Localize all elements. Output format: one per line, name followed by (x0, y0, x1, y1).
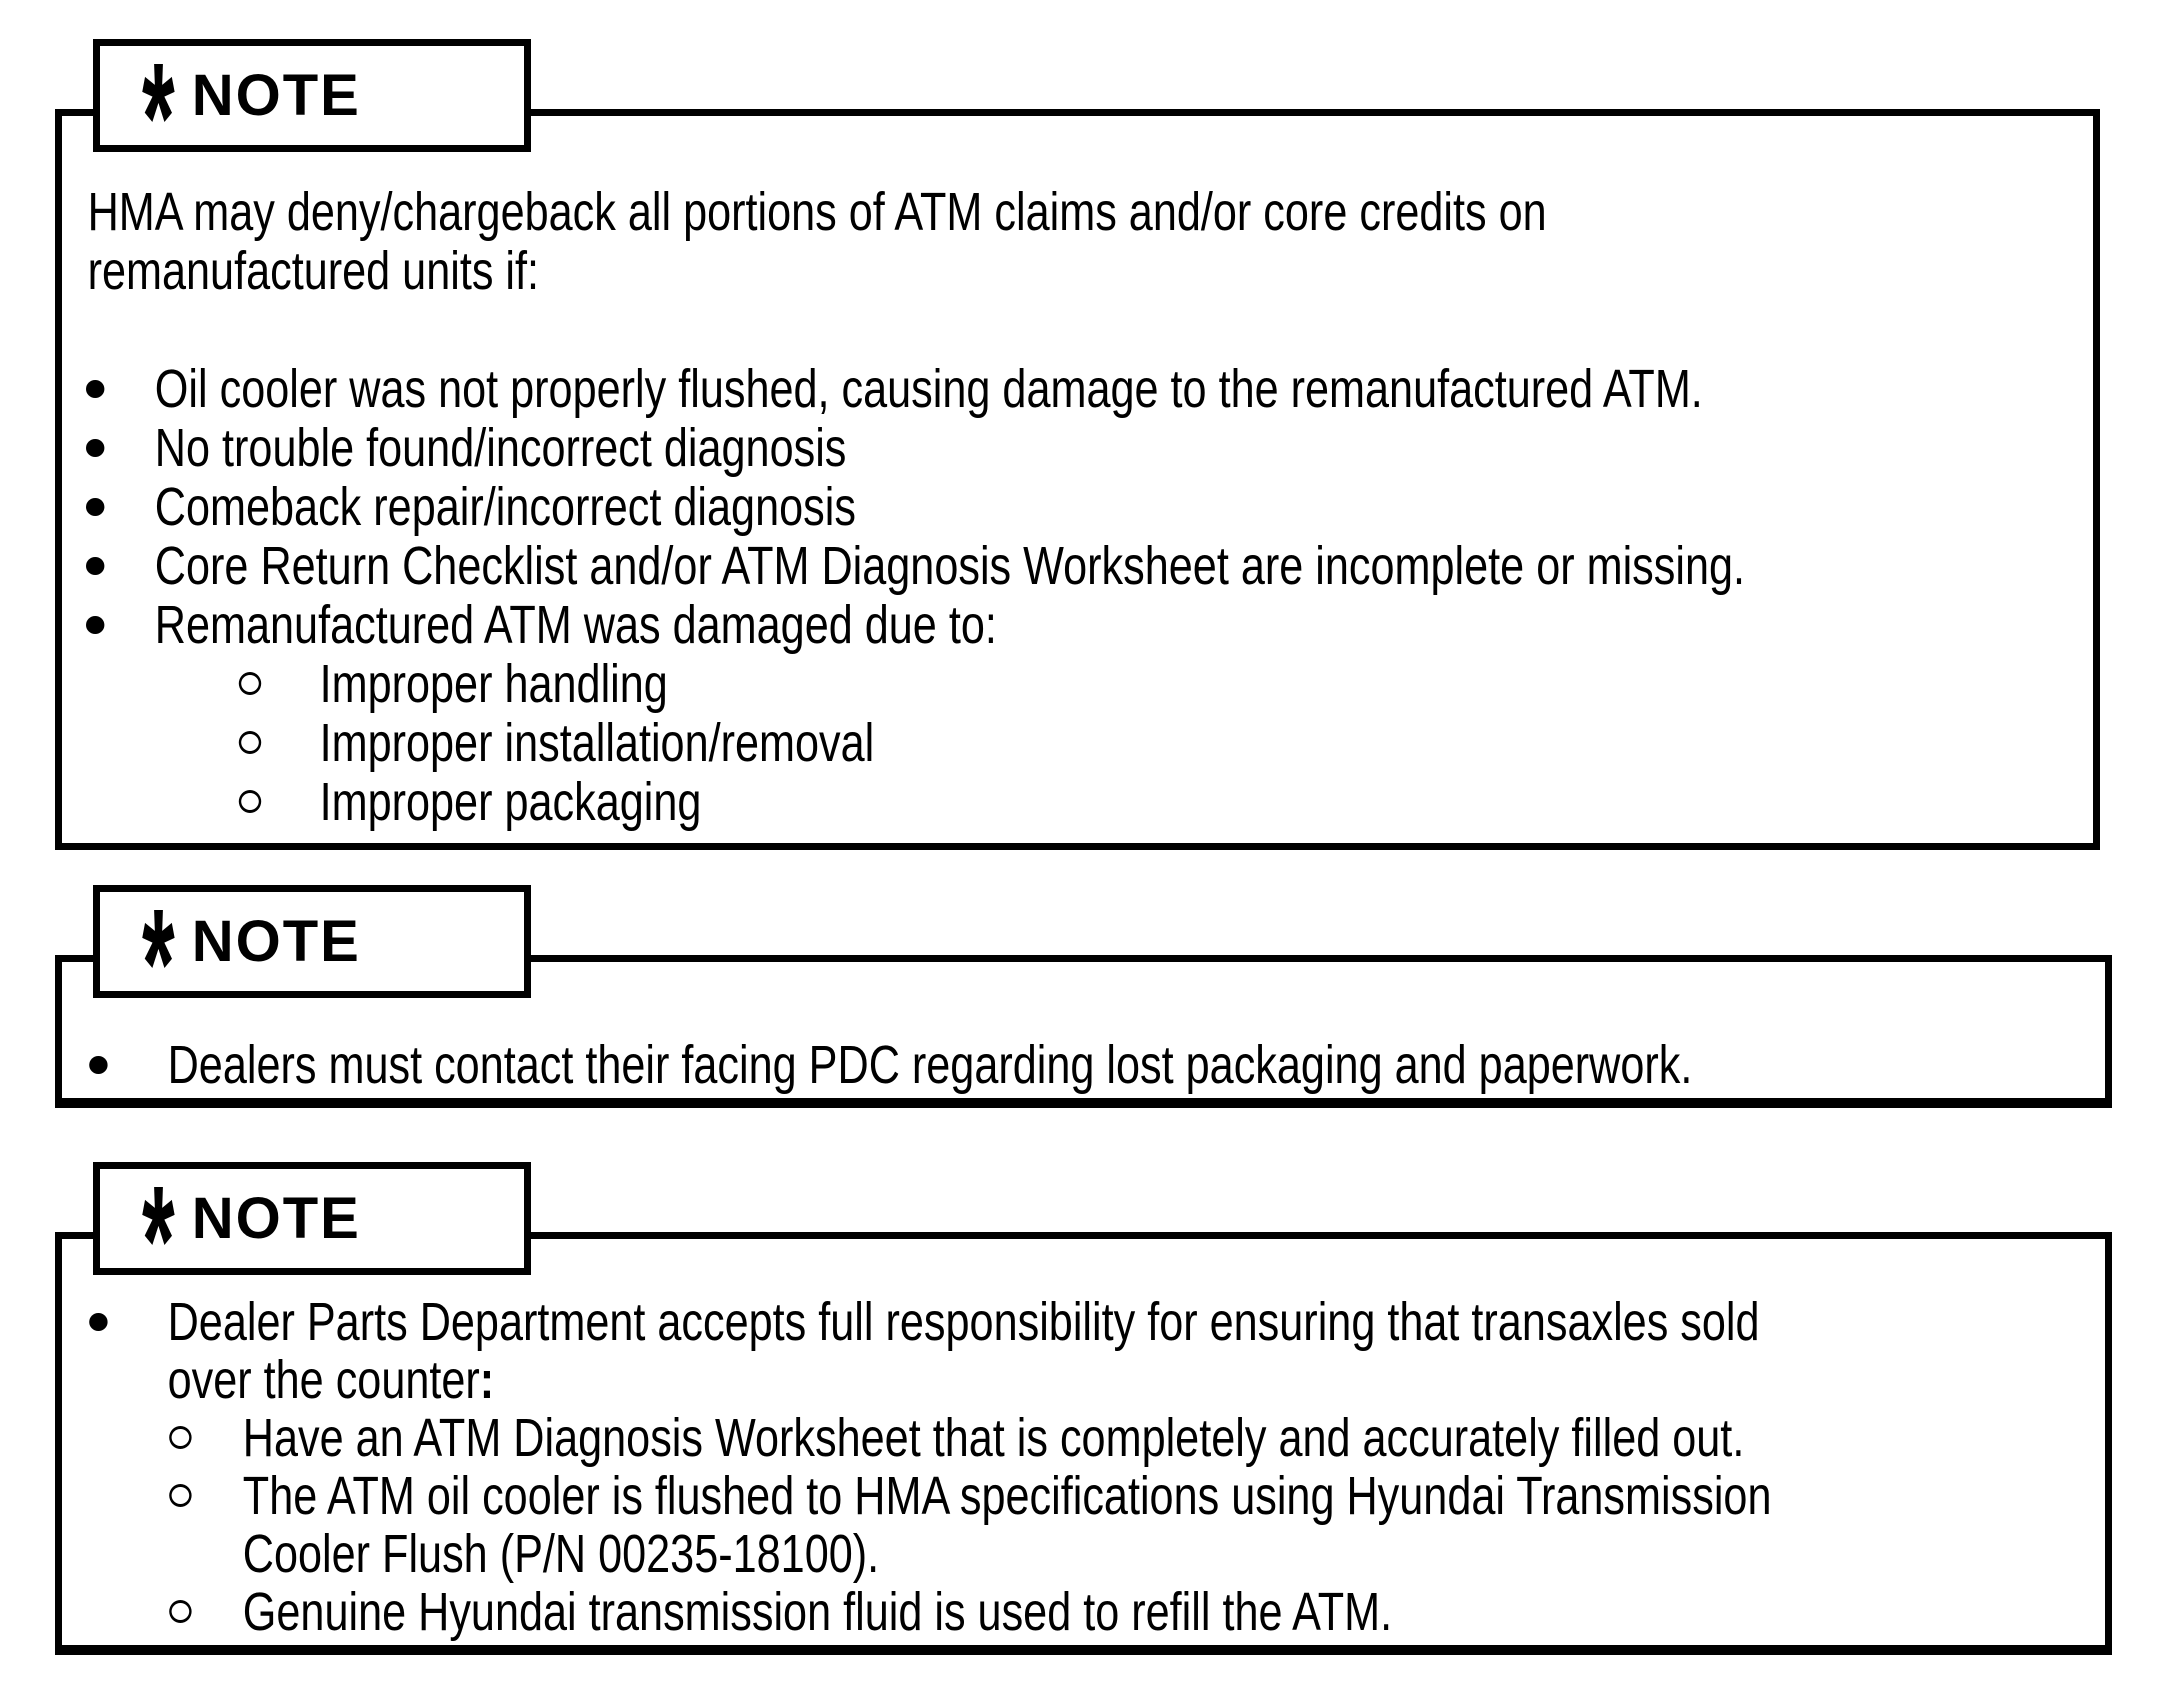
list-item-text: Dealer Parts Department accepts full res… (167, 1292, 1760, 1352)
list-item-text: Remanufactured ATM was damaged due to: (154, 595, 997, 655)
sub-list-item-text: Improper installation/removal (319, 713, 875, 773)
bullet-icon (86, 616, 105, 634)
sub-list-item: Improper handling (62, 655, 2093, 714)
note-tab-label: NOTE (191, 1186, 361, 1251)
circle-bullet-icon (169, 1426, 192, 1449)
list-item-text: Comeback repair/incorrect diagnosis (154, 477, 856, 537)
asterisk-icon: * (142, 1153, 175, 1328)
blank-line (62, 301, 2093, 360)
list-item: Dealers must contact their facing PDC re… (62, 1036, 2105, 1094)
sub-list-item: Improper packaging (62, 773, 2093, 832)
list-item-text: Dealers must contact their facing PDC re… (167, 1035, 1693, 1095)
sub-list-item: The ATM oil cooler is flushed to HMA spe… (62, 1467, 2105, 1525)
sub-list-item: Genuine Hyundai transmission fluid is us… (62, 1583, 2105, 1641)
sub-list-item-text: Improper packaging (319, 772, 702, 832)
bullet-icon (86, 380, 105, 398)
list-item-text: over the counter (167, 1350, 480, 1410)
note-tab: * NOTE (93, 876, 531, 1051)
note-body: Dealers must contact their facing PDC re… (62, 962, 2105, 1094)
sub-list-item-text: Improper handling (319, 654, 668, 714)
asterisk-icon: * (142, 30, 175, 205)
list-item: No trouble found/incorrect diagnosis (62, 419, 2093, 478)
list-item: Core Return Checklist and/or ATM Diagnos… (62, 537, 2093, 596)
sub-list-item: Have an ATM Diagnosis Worksheet that is … (62, 1409, 2105, 1467)
list-item: Dealer Parts Department accepts full res… (62, 1293, 2105, 1351)
sub-list-item-continuation: Cooler Flush (P/N 00235-18100). (62, 1525, 2105, 1583)
list-item-text: Core Return Checklist and/or ATM Diagnos… (154, 536, 1746, 596)
circle-bullet-icon (238, 731, 262, 754)
asterisk-icon: * (142, 876, 175, 1051)
note-tab-label: NOTE (191, 909, 361, 974)
paragraph-text: HMA may deny/chargeback all portions of … (87, 182, 1547, 242)
sub-list-item-text: Genuine Hyundai transmission fluid is us… (242, 1582, 1393, 1642)
list-item-text: Oil cooler was not properly flushed, cau… (154, 359, 1703, 419)
list-item-text: No trouble found/incorrect diagnosis (154, 418, 847, 478)
list-item-continuation: over the counter: (62, 1351, 2105, 1409)
circle-bullet-icon (238, 790, 262, 813)
paragraph-text: remanufactured units if: (87, 241, 540, 301)
note-section-3: * NOTE Dealer Parts Department accepts f… (55, 1162, 2112, 1655)
note-tab: * NOTE (93, 1153, 531, 1328)
bold-colon: : (479, 1350, 495, 1410)
note-section-1: * NOTE HMA may deny/chargeback all porti… (55, 39, 2100, 850)
note-body: Dealer Parts Department accepts full res… (62, 1239, 2105, 1641)
paragraph-line: remanufactured units if: (62, 242, 2093, 301)
circle-bullet-icon (238, 672, 262, 695)
note-tab-label: NOTE (191, 63, 361, 128)
sub-list-item: Improper installation/removal (62, 714, 2093, 773)
paragraph-line: HMA may deny/chargeback all portions of … (62, 183, 2093, 242)
circle-bullet-icon (169, 1600, 192, 1623)
note-tab: * NOTE (93, 30, 531, 205)
bullet-icon (86, 498, 105, 516)
sub-list-item-text: Have an ATM Diagnosis Worksheet that is … (242, 1408, 1745, 1468)
sub-list-item-text: Cooler Flush (P/N 00235-18100). (242, 1524, 880, 1584)
bullet-icon (89, 1056, 108, 1074)
circle-bullet-icon (169, 1484, 192, 1507)
bullet-icon (89, 1313, 108, 1331)
note-body: HMA may deny/chargeback all portions of … (62, 116, 2093, 832)
note-section-2: * NOTE Dealers must contact their facing… (55, 885, 2112, 1108)
list-item: Comeback repair/incorrect diagnosis (62, 478, 2093, 537)
bullet-icon (86, 439, 105, 457)
list-item: Remanufactured ATM was damaged due to: (62, 596, 2093, 655)
sub-list-item-text: The ATM oil cooler is flushed to HMA spe… (242, 1466, 1772, 1526)
list-item: Oil cooler was not properly flushed, cau… (62, 360, 2093, 419)
bullet-icon (86, 557, 105, 575)
